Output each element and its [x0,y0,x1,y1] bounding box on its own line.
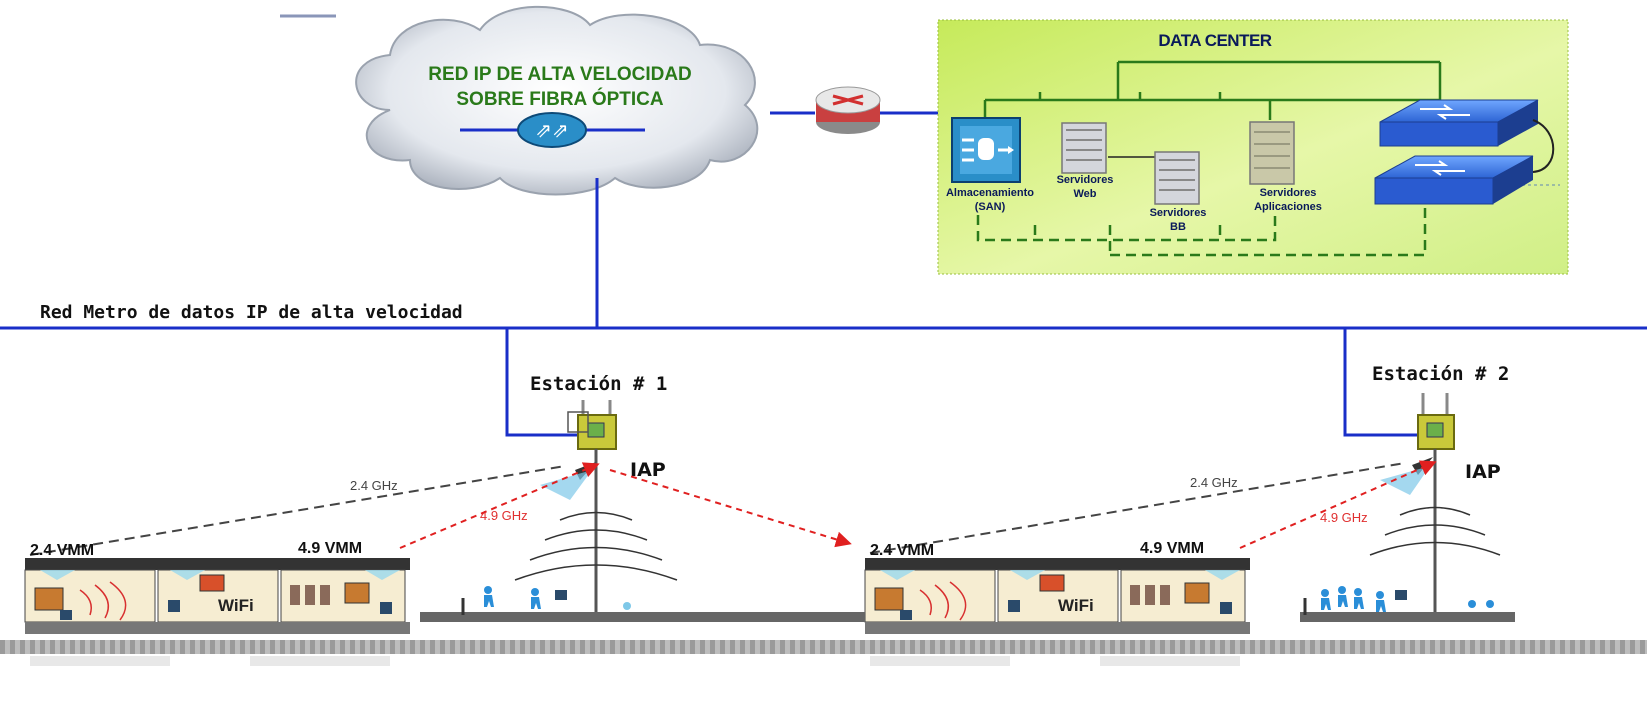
station1-iap-label: IAP [630,459,666,481]
link-49ghz [1239,460,1437,549]
platform [420,598,1515,622]
san-label-2: (SAN) [975,201,1006,213]
web-server-label-2: Web [1073,188,1096,200]
station1-freq-24: 2.4 GHz [350,478,398,493]
access-point-icon [1417,393,1455,450]
cloud-title-line1: RED IP DE ALTA VELOCIDAD [428,64,692,85]
link-24ghz [869,462,1406,554]
train-icon [24,558,410,634]
station2-iap-label: IAP [1465,461,1501,483]
train1-vmm-49: 4.9 VMM [298,540,362,557]
switch-icon [1379,99,1539,147]
rail-sleepers [30,656,1240,666]
station2-freq-49: 4.9 GHz [1320,510,1368,525]
db-server-label-2: BB [1170,221,1186,233]
cloud-title-line2: SOBRE FIBRA ÓPTICA [456,88,664,110]
station1-drop-line [505,328,585,437]
train-icon [864,558,1250,634]
app-server-label-2: Aplicaciones [1254,201,1322,213]
train2-vmm-24: 2.4 VMM [870,542,934,559]
datacenter-links [983,60,1442,120]
link-49ghz [399,462,600,549]
datacenter-title: DATA CENTER [1158,31,1271,50]
datacenter-storage-links [976,185,1427,257]
station2-freq-24: 2.4 GHz [1190,475,1238,490]
signal-waves-icon [1369,506,1501,556]
train1-vmm-24: 2.4 VMM [30,542,94,559]
train2-wifi: WiFi [1058,596,1094,615]
station1-freq-49: 4.9 GHz [480,508,528,523]
train2-vmm-49: 4.9 VMM [1140,540,1204,557]
link-24ghz [29,465,566,556]
person-icon [484,586,1494,612]
station2-label: Estación # 2 [1372,363,1509,385]
device-icon [555,590,567,600]
access-point-icon [577,400,617,450]
db-server-label-1: Servidores [1150,207,1207,219]
rail-track [0,640,1647,654]
san-label-1: Almacenamiento [946,187,1034,199]
router-icon [815,86,881,134]
fiber-switch-icon: ⇗⇗ [535,118,569,142]
metro-network-label: Red Metro de datos IP de alta velocidad [40,302,463,323]
signal-waves-icon [514,511,678,581]
device-icon [1395,590,1407,600]
cloud-icon: ⇗⇗ [355,5,759,196]
station-to-train-link [609,469,852,548]
server-icon [1249,121,1295,185]
switch-icon [1374,155,1534,205]
san-storage-icon [951,117,1021,183]
server-icon [1061,122,1107,174]
train1-wifi: WiFi [218,596,254,615]
station1-label: Estación # 1 [530,373,667,395]
web-server-label-1: Servidores [1057,174,1114,186]
server-icon [1154,151,1200,205]
station2-drop-line [1343,328,1430,437]
app-server-label-1: Servidores [1260,187,1317,199]
